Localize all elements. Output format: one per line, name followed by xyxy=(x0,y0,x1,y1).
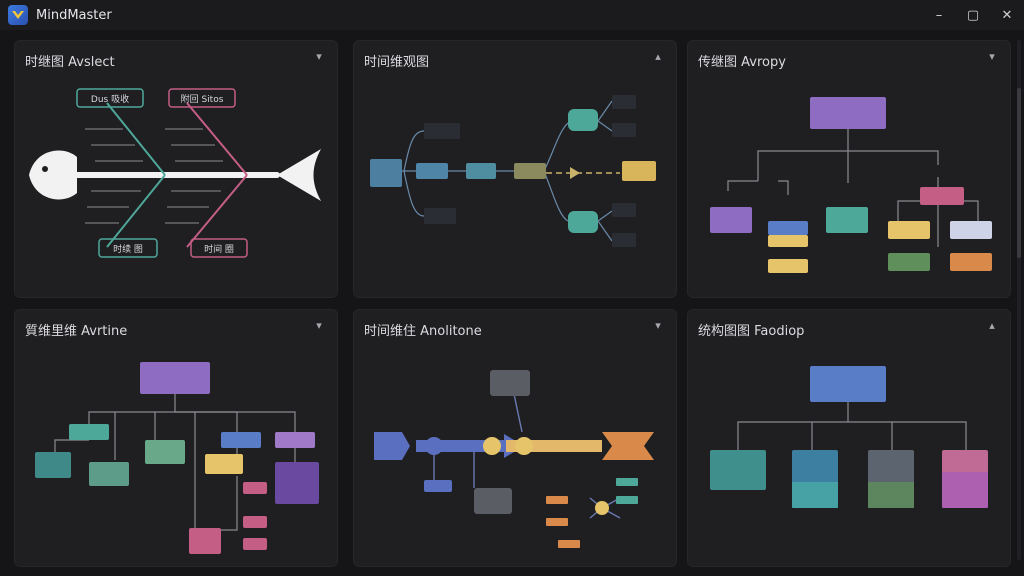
template-card-timeline[interactable]: 时间维观图 ▴ xyxy=(353,40,677,298)
timeline-diagram xyxy=(370,95,656,247)
template-card-tree[interactable]: 传继图 Avropy ▾ xyxy=(687,40,1011,298)
close-button[interactable]: ✕ xyxy=(990,0,1024,30)
title-bar: MindMaster – ▢ ✕ xyxy=(0,0,1024,30)
app-title: MindMaster xyxy=(36,7,112,23)
card-title: 传继图 Avropy xyxy=(698,55,786,70)
fishbone-label-bottom-right: 时间 圈 xyxy=(204,243,234,255)
chevron-up-icon[interactable]: ▴ xyxy=(655,50,661,63)
maximize-button[interactable]: ▢ xyxy=(956,0,990,30)
chevron-up-icon[interactable]: ▴ xyxy=(989,319,995,332)
fishbone-label-top-left: Dus 吸收 xyxy=(91,93,129,105)
tree-diagram xyxy=(710,97,992,273)
close-icon: ✕ xyxy=(1001,7,1013,23)
chevron-down-icon[interactable]: ▾ xyxy=(316,319,322,332)
template-card-org[interactable]: 質维里维 Avrtine ▾ xyxy=(14,309,338,567)
flow-diagram xyxy=(374,370,654,548)
maximize-icon: ▢ xyxy=(966,7,980,23)
template-card-fishbone[interactable]: 时继图 Avslect ▾ Dus 吸收 附回 Sitos 时续 图 时间 圈 xyxy=(14,40,338,298)
fishbone-label-top-right: 附回 Sitos xyxy=(181,93,224,105)
structure-diagram xyxy=(710,366,988,508)
template-card-flow[interactable]: 时间维住 Anolitone ▾ xyxy=(353,309,677,567)
card-title: 统构图图 Faodiop xyxy=(698,324,805,339)
chevron-down-icon[interactable]: ▾ xyxy=(989,50,995,63)
org-diagram xyxy=(35,362,319,554)
app-logo-icon xyxy=(8,5,28,25)
fishbone-label-bottom-left: 时续 图 xyxy=(113,243,143,255)
chevron-down-icon[interactable]: ▾ xyxy=(655,319,661,332)
fish-tail xyxy=(277,149,321,201)
card-title: 时间维住 Anolitone xyxy=(364,324,482,339)
card-title: 时继图 Avslect xyxy=(25,55,115,70)
minimize-button[interactable]: – xyxy=(922,0,956,30)
fishbone-diagram: Dus 吸收 附回 Sitos 时续 图 时间 圈 xyxy=(29,88,321,258)
card-title: 質维里维 Avrtine xyxy=(25,324,128,339)
fish-head xyxy=(29,150,77,200)
chevron-down-icon[interactable]: ▾ xyxy=(316,50,322,63)
template-card-structure[interactable]: 统构图图 Faodiop ▴ xyxy=(687,309,1011,567)
scrollbar-thumb[interactable] xyxy=(1017,88,1021,258)
minimize-icon: – xyxy=(935,7,943,23)
scrollbar-track[interactable] xyxy=(1017,40,1021,560)
card-title: 时间维观图 xyxy=(364,55,430,70)
